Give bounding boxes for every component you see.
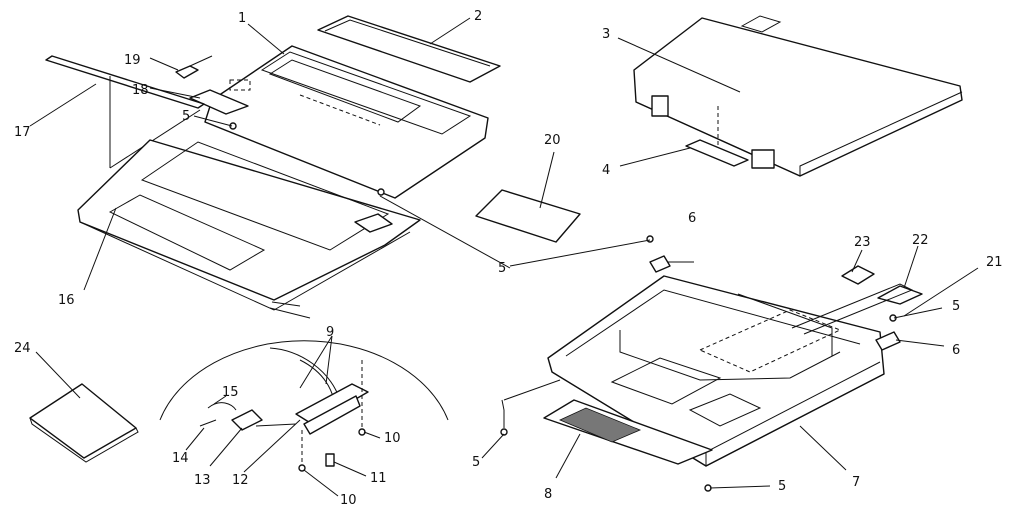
callout-2: 2	[474, 9, 482, 24]
part-4-block	[685, 106, 749, 167]
callout-13: 13	[194, 473, 211, 488]
bracket-6-a	[649, 255, 671, 273]
part-8-keyboard-plate	[543, 399, 713, 465]
callout-21: 21	[986, 255, 1003, 270]
callout-15: 15	[222, 385, 239, 400]
callout-23: 23	[854, 235, 871, 250]
callout-8: 8	[544, 487, 552, 502]
callout-6-a: 6	[688, 211, 696, 226]
callout-5-b: 5	[498, 261, 506, 276]
screw-5-e	[500, 428, 508, 436]
callout-24: 24	[14, 341, 31, 356]
callout-4: 4	[602, 163, 610, 178]
part-20-label	[475, 189, 581, 243]
callout-10-a: 10	[384, 431, 401, 446]
part-24-manual	[29, 383, 139, 463]
bracket-6-b	[875, 331, 901, 351]
callout-11: 11	[370, 471, 387, 486]
callout-20: 20	[544, 133, 561, 148]
part-7-base	[547, 275, 885, 467]
part-1-top-cover	[204, 45, 489, 199]
callout-7: 7	[852, 475, 860, 490]
leader-lines	[29, 17, 979, 497]
callout-17: 17	[14, 125, 31, 140]
callout-5-e: 5	[778, 479, 786, 494]
callout-19: 19	[124, 53, 141, 68]
part-19-latch	[175, 55, 213, 79]
part-21-strip	[791, 283, 914, 335]
screw-5-b	[377, 188, 385, 196]
callout-22: 22	[912, 233, 929, 248]
callout-labels: 1 2 3 4 5 5 5 5 5 6 6 7 8 9 10 10 11 12 …	[14, 9, 1003, 508]
part-2-paper-guide	[317, 15, 501, 83]
callout-5-a: 5	[182, 109, 190, 124]
callout-14: 14	[172, 451, 189, 466]
callout-18: 18	[132, 83, 149, 98]
callout-16: 16	[58, 293, 75, 308]
part-3-lid	[633, 15, 963, 177]
callout-6-b: 6	[952, 343, 960, 358]
callout-3: 3	[602, 27, 610, 42]
callout-12: 12	[232, 473, 249, 488]
screw-5-c	[646, 235, 654, 243]
callout-10-b: 10	[340, 493, 357, 508]
detail-inset	[159, 301, 449, 472]
callout-5-d: 5	[472, 455, 480, 470]
part-17-strip	[45, 55, 205, 169]
screw-5-a	[229, 122, 237, 130]
part-23-pad	[841, 265, 875, 285]
part-18-bracket	[189, 89, 249, 115]
callout-5-c: 5	[952, 299, 960, 314]
callout-1: 1	[238, 11, 246, 26]
part-16-base-plate	[77, 139, 421, 311]
callout-9: 9	[326, 325, 334, 340]
